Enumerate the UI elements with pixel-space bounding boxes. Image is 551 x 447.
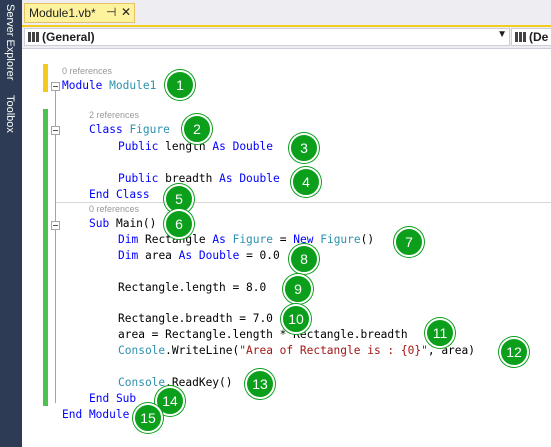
code-line-14: End Sub [89, 392, 137, 405]
code-line-9: Rectangle.length = 8.0 [118, 281, 267, 294]
marker-15: 15 [133, 403, 163, 433]
code-editor[interactable]: 0 references 2 references 0 references M… [22, 49, 551, 447]
code-line-4: Public breadth As Double [118, 172, 280, 185]
marker-11: 11 [425, 318, 455, 348]
close-icon[interactable]: ✕ [121, 5, 132, 19]
collapse-class-icon[interactable] [51, 126, 60, 135]
codelens-module[interactable]: 0 references [62, 66, 113, 76]
codelens-sub[interactable]: 0 references [89, 204, 140, 214]
fold-guide [55, 91, 56, 403]
code-line-6: Sub Main() [89, 217, 157, 230]
code-line-2: Class Figure [89, 123, 170, 136]
marker-1: 1 [165, 70, 195, 100]
code-line-11: area = Rectangle.length * Rectangle.brea… [118, 328, 408, 341]
marker-12: 12 [499, 337, 529, 367]
code-line-15: End Module [62, 408, 130, 421]
marker-7: 7 [394, 227, 424, 257]
declarations-dropdown-value: (De [529, 30, 549, 44]
code-line-13: Console.ReadKey() [118, 376, 233, 389]
code-line-8: Dim area As Double = 0.0 [118, 249, 280, 262]
tab-module1[interactable]: Module1.vb* ⊣ ✕ [24, 3, 135, 23]
code-line-1: Module Module1 [62, 79, 157, 92]
marker-8: 8 [289, 244, 319, 274]
grid-icon [28, 32, 39, 42]
general-dropdown[interactable]: (General) ▼ [24, 28, 510, 46]
codelens-class[interactable]: 2 references [89, 110, 140, 120]
marker-2: 2 [182, 114, 212, 144]
marker-3: 3 [289, 133, 319, 163]
marker-6: 6 [164, 209, 194, 239]
chevron-down-icon: ▼ [497, 29, 507, 40]
marker-9: 9 [283, 274, 313, 304]
code-line-7: Dim Rectangle As Figure = New Figure() [118, 233, 375, 246]
collapse-sub-icon[interactable] [51, 221, 60, 230]
procedure-separator [56, 202, 551, 203]
code-line-5: End Class [89, 188, 150, 201]
document-tab-well: Module1.vb* ⊣ ✕ [22, 0, 551, 27]
collapse-module-icon[interactable] [51, 82, 60, 91]
navigation-bar: (General) ▼ (De [22, 27, 551, 49]
general-dropdown-value: (General) [42, 30, 95, 44]
marker-4: 4 [291, 167, 321, 197]
marker-13: 13 [245, 369, 275, 399]
code-line-10: Rectangle.breadth = 7.0 [118, 312, 273, 325]
tab-title: Module1.vb* [29, 6, 96, 20]
marker-10: 10 [281, 304, 311, 334]
side-tool-strip: Server Explorer Toolbox [0, 0, 22, 447]
pin-icon[interactable]: ⊣ [106, 5, 117, 19]
grid-icon [515, 32, 526, 42]
change-indicator-saved [43, 109, 48, 406]
change-indicator-unsaved [43, 64, 48, 92]
declarations-dropdown[interactable]: (De [511, 28, 551, 46]
code-line-12: Console.WriteLine("Area of Rectangle is … [118, 344, 475, 357]
